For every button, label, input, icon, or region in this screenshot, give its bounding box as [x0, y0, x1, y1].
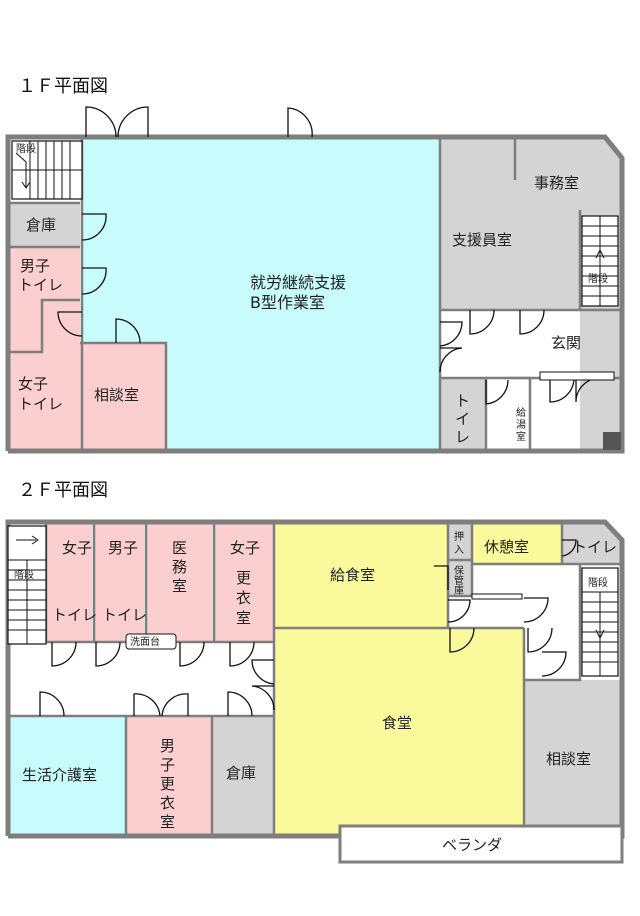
floor1-label-women-toilet-2: トイレ [18, 395, 63, 413]
floor2-room-care-room [8, 716, 126, 836]
floor2-room-women-locker [214, 522, 274, 642]
floor2-label-women-locker-3: 衣 [236, 589, 251, 607]
floor2-label-nursery-2: 管 [454, 574, 464, 587]
floor2-washbasin-box [125, 633, 177, 650]
floor1-plan: 階段 階段 [5, 106, 625, 454]
floor2-room-toilet [562, 522, 622, 564]
floor1-label-men-toilet-2: トイレ [18, 276, 63, 294]
floor1-label-workroom-2: B型作業室 [250, 293, 325, 312]
floor1-label-toilet-3: レ [455, 428, 470, 446]
floor2-label-washbasin: 洗面台 [130, 635, 160, 648]
floor2-label-stairs-left: 階段 [14, 568, 34, 581]
floor2-label-care-room: 生活介護室 [22, 766, 97, 784]
floor2-label-women-locker-2: 更 [236, 569, 251, 587]
floor2-label-men-locker-3: 更 [160, 775, 175, 793]
floor2-room-men-toilet [94, 522, 144, 642]
floor1-label-consult: 相談室 [94, 386, 139, 404]
floor2-label-medical-1: 医 [172, 539, 187, 557]
floor1-label-stairs-right: 階段 [588, 272, 608, 285]
floor2-room-consult [524, 680, 622, 826]
floor2-label-men-locker-4: 衣 [160, 794, 175, 812]
floor1-label-women-toilet-1: 女子 [18, 375, 48, 393]
floor2-label-lounge: 休憩室 [484, 538, 529, 556]
floor1-label-kitchenette-1: 給 [516, 406, 526, 419]
floor1-label-staff: 支援員室 [452, 231, 512, 249]
floor2-label-medical-3: 室 [172, 577, 187, 595]
floor2-room-women-toilet [46, 522, 92, 642]
floor2-room-veranda [338, 824, 624, 864]
floor1-stairs-right [581, 215, 619, 307]
floor1-label-kitchenette-2: 湯 [516, 418, 526, 431]
floor2-room-nursery [448, 560, 472, 596]
floor1-label-toilet-1: ト [455, 392, 470, 410]
floor2-room-dining [274, 628, 524, 836]
floor1-room-toilet [440, 378, 486, 451]
floor2-label-men-toilet-2: トイレ [102, 606, 147, 624]
floor1-marker-square [603, 432, 621, 450]
floor2-label-stairs-right: 階段 [588, 576, 608, 589]
floor2-label-men-toilet-1: 男子 [108, 539, 138, 557]
floor2-room-lounge [472, 522, 562, 564]
floor1-outer-wall [5, 134, 625, 454]
floor2-label-consult: 相談室 [546, 750, 591, 768]
floor2-label-lunch-room: 給食室 [330, 566, 375, 584]
floor1-label-toilet-2: イ [455, 410, 470, 428]
floor2-label-women-toilet-1: 女子 [62, 539, 92, 557]
floor1-label-office: 事務室 [534, 174, 579, 192]
floor1-entrance-mat [539, 371, 615, 381]
floor2-label-nursery-3: 庫 [454, 584, 464, 597]
floor1-label-storage: 倉庫 [26, 216, 56, 234]
floor1-room-women-toilet [8, 300, 80, 451]
floor1-label-entrance: 玄関 [551, 334, 581, 352]
floor2-label-women-toilet-2: トイレ [52, 606, 97, 624]
floor1-room-staff [440, 137, 622, 451]
floor1-title: １Ｆ平面図 [18, 76, 108, 97]
floor2-stairs-left [7, 525, 47, 645]
floor2-label-nursery-1: 保 [454, 564, 464, 577]
floor2-label-veranda: ベランダ [442, 836, 502, 854]
floor2-label-closet-2: 入 [454, 545, 464, 556]
floor2-label-men-locker-2: 子 [160, 756, 175, 774]
floor1-label-men-toilet-1: 男子 [20, 257, 50, 275]
floor2-label-men-locker-1: 男 [160, 737, 175, 755]
floor1-room-storage [8, 203, 80, 247]
floor2-title: ２Ｆ平面図 [18, 480, 108, 501]
floor2-sliding-door [471, 593, 523, 600]
floor2-label-storage: 倉庫 [226, 764, 256, 782]
floor2-room-closet [448, 522, 472, 560]
floor1-label-workroom-1: 就労継続支援 [250, 273, 346, 292]
floor2-room-storage [212, 716, 274, 836]
floor1-label-kitchenette-3: 室 [516, 430, 526, 443]
floor2-stairs-right [581, 567, 619, 677]
floor2-room-men-locker [126, 716, 212, 836]
floor2-plan: 階段 階段 [5, 519, 625, 864]
floor2-room-lunch-room [274, 522, 448, 628]
floor1-label-stairs-left: 階段 [16, 142, 36, 155]
floor2-label-dining: 食堂 [382, 714, 412, 732]
floor2-label-closet-1: 押 [454, 530, 464, 543]
floor2-doors [39, 539, 577, 717]
floor2-label-toilet: トイレ [572, 538, 617, 556]
floor2-label-women-locker-4: 室 [236, 609, 251, 627]
floor1-room-consult [80, 343, 166, 451]
floor2-label-medical-2: 務 [172, 558, 187, 576]
floor2-label-men-locker-5: 室 [160, 813, 175, 831]
floor1-stairs-left [11, 140, 83, 200]
floor2-label-women-locker-1: 女子 [230, 539, 260, 557]
floor2-room-medical [146, 522, 212, 642]
